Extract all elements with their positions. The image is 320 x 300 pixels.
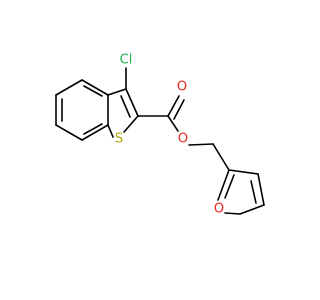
sulfur-label: S — [115, 132, 123, 147]
bond-benz-inner-2 — [83, 85, 103, 97]
bond-thio-c3-c2 — [125, 88, 139, 117]
bond-carbonyl-o-double-1 — [167, 95, 180, 117]
bond-furan-c3-c4-inner — [250, 180, 257, 204]
furan-oxygen-label: O — [214, 202, 224, 217]
bond-benz-inner-3 — [83, 123, 103, 135]
bond-benz-2 — [81, 79, 109, 96]
bond-benz-1 — [55, 79, 83, 96]
bond-thio-c2-s — [123, 115, 139, 133]
bond-furan-c5-o — [224, 212, 241, 215]
bond-benz-5 — [55, 124, 83, 141]
bond-furan-c2-c3 — [228, 169, 259, 175]
bond-furan-c2-o-inner — [224, 174, 235, 199]
bond-ch2-furan — [212, 143, 230, 171]
bond-benz-4 — [81, 124, 109, 141]
bond-carbonyl-ester-o — [167, 115, 179, 132]
bond-ester-o-ch2 — [188, 143, 214, 146]
bond-furan-c3-c4 — [257, 173, 265, 206]
ester-oxygen-label: O — [178, 132, 188, 147]
bond-thio-s-c7a — [107, 124, 114, 138]
bond-thio-c3-c2-inner — [120, 95, 131, 118]
carbonyl-oxygen-label: O — [177, 80, 187, 95]
bond-furan-o-c2 — [217, 169, 230, 201]
bond-thio-c3a-c3 — [107, 88, 127, 96]
chlorine-label: Cl — [120, 53, 133, 68]
bond-carbonyl-o-double-2 — [173, 99, 185, 120]
benzothiophene-ester-structure: Cl S O O O — [55, 53, 265, 217]
bond-furan-c4-c5 — [239, 204, 265, 215]
